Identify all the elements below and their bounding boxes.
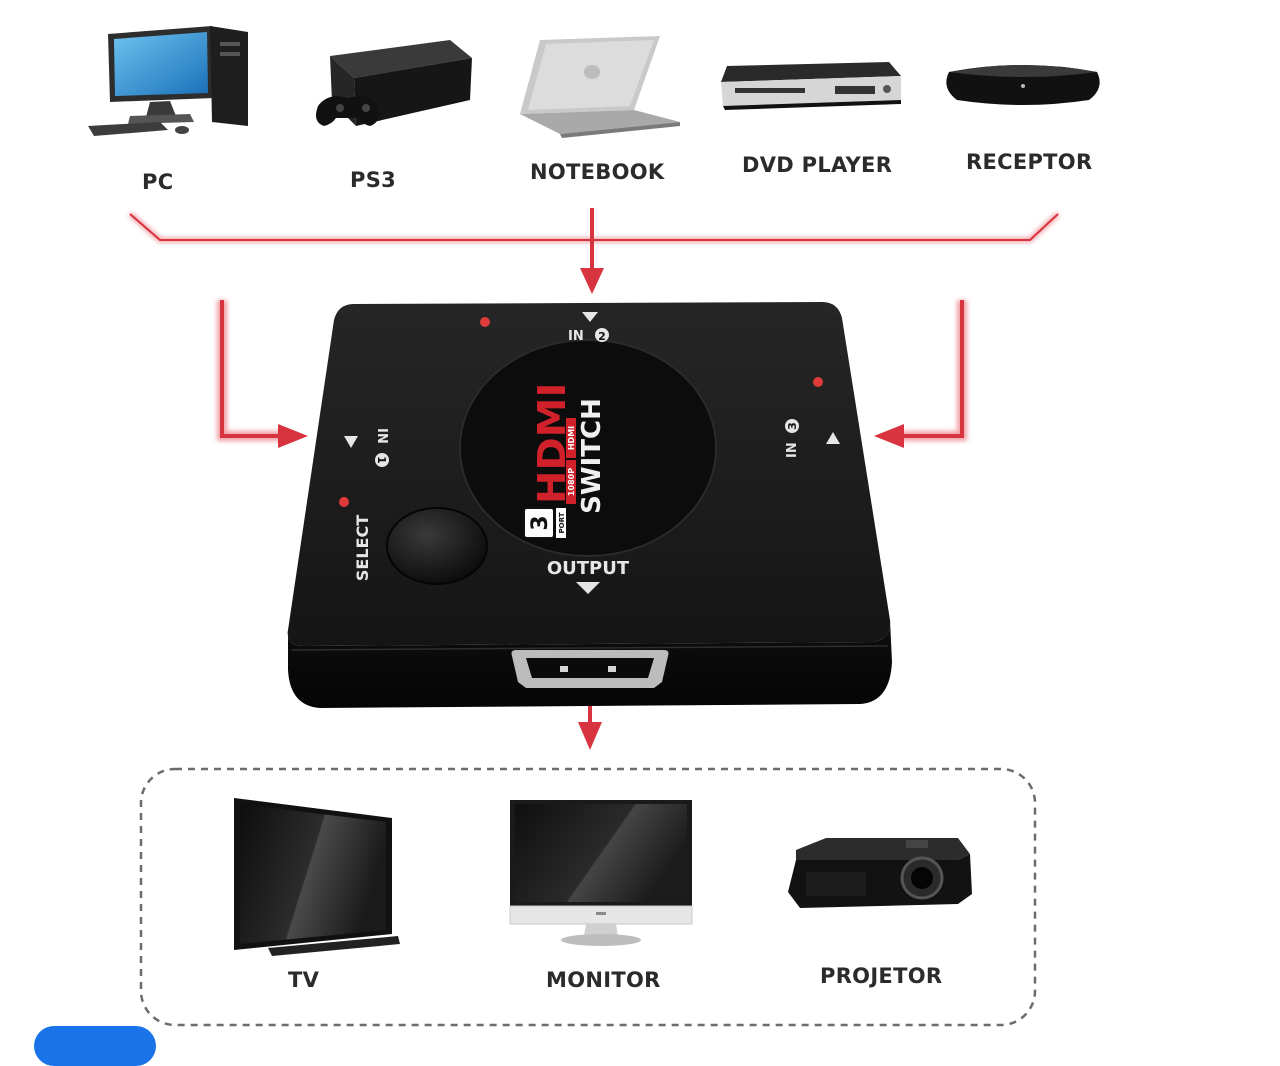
arrow-to-in1 — [217, 300, 308, 448]
game-console-icon — [316, 40, 472, 126]
svg-text:SELECT: SELECT — [353, 515, 372, 581]
svg-text:3: 3 — [528, 515, 553, 530]
receiver-icon — [946, 65, 1100, 105]
tv-icon — [234, 798, 400, 956]
input-label-dvd-player: DVD PLAYER — [742, 153, 893, 177]
output-label-monitor: MONITOR — [546, 968, 661, 992]
output-devices-frame — [139, 767, 1037, 1027]
in1-marker-icon — [344, 436, 358, 448]
blue-pill-button[interactable] — [34, 1026, 156, 1066]
in2-marker-icon — [582, 312, 598, 322]
output-marker-icon — [576, 582, 600, 594]
hdmi-output-port[interactable] — [511, 650, 669, 688]
projector-icon — [788, 838, 972, 908]
port-label-in2: IN 2 — [568, 328, 609, 344]
connection-arrows — [128, 208, 1060, 750]
input-label-notebook: NOTEBOOK — [530, 160, 665, 184]
select-label: SELECT — [353, 515, 372, 581]
laptop-icon — [520, 36, 680, 138]
svg-text:1080P: 1080P — [567, 468, 576, 496]
svg-text:2: 2 — [598, 330, 606, 343]
led-in2 — [480, 317, 490, 327]
input-label-receptor: RECEPTOR — [966, 150, 1093, 174]
output-label-projetor: PROJETOR — [820, 964, 943, 988]
output-label: OUTPUT — [547, 558, 630, 579]
svg-text:IN: IN — [374, 428, 389, 444]
arrow-to-in2 — [580, 208, 604, 294]
port-label-in3: IN 3 — [785, 419, 800, 458]
svg-text:HDMI: HDMI — [567, 426, 576, 450]
svg-text:PORT: PORT — [558, 512, 566, 533]
desktop-pc-icon — [88, 26, 248, 136]
select-button[interactable] — [386, 507, 488, 585]
output-label-tv: TV — [288, 968, 320, 992]
input-label-ps3: PS3 — [350, 168, 397, 192]
svg-text:IN: IN — [568, 329, 584, 344]
arrow-to-in3 — [874, 300, 967, 448]
hdmi-switch: IN 2 IN 1 IN 3 3 PORT HDMI 1080P HDMI SW… — [287, 302, 892, 708]
port-label-in1: IN 1 — [374, 428, 389, 467]
monitor-icon — [509, 800, 693, 946]
svg-text:3: 3 — [786, 422, 799, 430]
logo-panel — [459, 339, 717, 557]
in3-marker-icon — [826, 432, 840, 444]
led-in3 — [813, 377, 823, 387]
svg-text:IN: IN — [785, 442, 800, 458]
svg-text:1: 1 — [375, 456, 388, 464]
hdmi-switch-logo: 3 PORT HDMI 1080P HDMI SWITCH — [523, 383, 607, 539]
dvd-player-icon — [721, 62, 901, 110]
svg-text:SWITCH: SWITCH — [577, 398, 607, 514]
input-label-pc: PC — [142, 170, 174, 194]
led-in1 — [339, 497, 349, 507]
